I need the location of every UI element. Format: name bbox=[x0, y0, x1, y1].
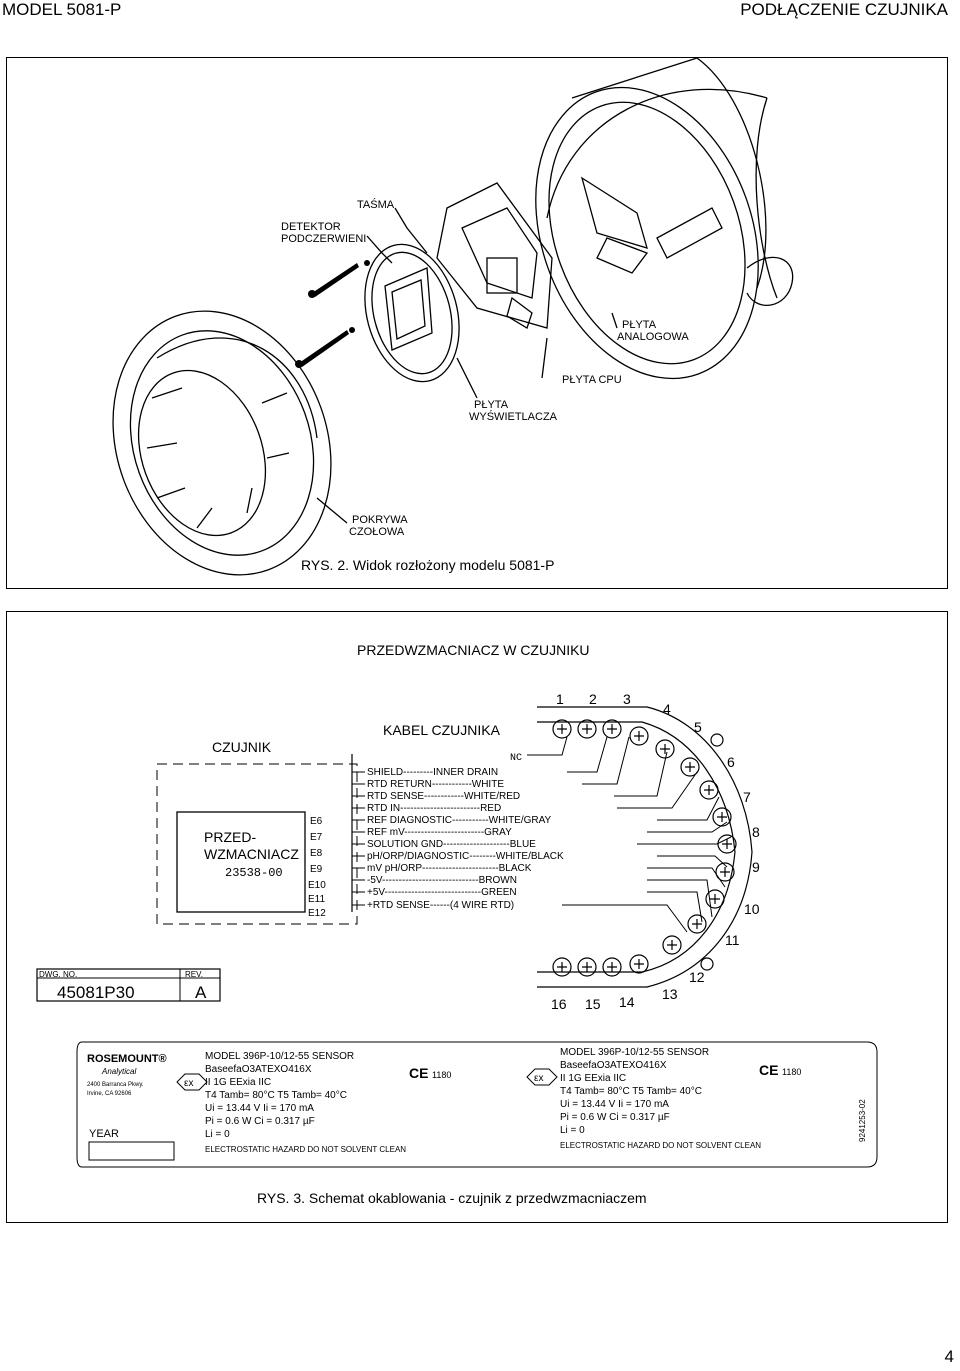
label-plyta-wys-2: WYŚWIETLACZA bbox=[469, 410, 558, 423]
rev-value: A bbox=[195, 983, 207, 1002]
ce-mark-right: CE bbox=[759, 1062, 778, 1078]
nameplate-brand: ROSEMOUNT® bbox=[87, 1053, 167, 1065]
nameplate-right-1: MODEL 396P-10/12-55 SENSOR bbox=[560, 1047, 709, 1058]
dwg-label: DWG. NO. bbox=[39, 970, 77, 979]
nameplate-left-7: Li = 0 bbox=[205, 1129, 230, 1140]
wire-4: RTD IN------------------------RED bbox=[367, 803, 501, 814]
preamp-label-1: PRZED- bbox=[204, 829, 256, 845]
pin-e7: E7 bbox=[310, 832, 323, 843]
nameplate-right-6: Pi = 0.6 W Ci = 0.317 µF bbox=[560, 1112, 670, 1123]
label-plyta-analog-2: ANALOGOWA bbox=[617, 331, 689, 343]
pin-e11: E11 bbox=[308, 894, 325, 905]
figure-2-frame: TAŚMA DETEKTOR PODCZERWIENI PŁYTA ANALOG… bbox=[6, 57, 948, 589]
ce-mark-left: CE bbox=[409, 1065, 428, 1081]
terminal-15: 15 bbox=[585, 996, 601, 1012]
nameplate-right-5: Ui = 13.44 V Ii = 170 mA bbox=[560, 1099, 669, 1110]
pin-e10: E10 bbox=[308, 880, 326, 891]
label-plyta-cpu: PŁYTA CPU bbox=[562, 374, 622, 386]
header-model: MODEL 5081-P bbox=[2, 0, 122, 19]
wire-3: RTD SENSE------------WHITE/RED bbox=[367, 791, 520, 802]
terminal-2: 2 bbox=[589, 691, 597, 707]
nc-label: NC bbox=[510, 753, 522, 764]
wire-2: RTD RETURN------------WHITE bbox=[367, 779, 504, 790]
terminal-1: 1 bbox=[556, 691, 564, 707]
nameplate-year-label: YEAR bbox=[89, 1128, 119, 1140]
terminal-10: 10 bbox=[744, 901, 760, 917]
rev-label: REV. bbox=[185, 970, 203, 979]
nameplate-left-6: Pi = 0.6 W Ci = 0.317 µF bbox=[205, 1116, 315, 1127]
figure-3-frame: PRZEDWZMACNIACZ W CZUJNIKU CZUJNIK KABEL… bbox=[6, 611, 948, 1223]
terminal-4: 4 bbox=[663, 701, 671, 717]
nameplate-right-4: T4 Tamb= 80°C T5 Tamb= 40°C bbox=[560, 1086, 702, 1097]
nameplate-left-3: II 1G EExia IIC bbox=[205, 1077, 271, 1088]
wire-12: +RTD SENSE------(4 WIRE RTD) bbox=[367, 900, 514, 911]
label-detektor-2: PODCZERWIENI bbox=[281, 233, 366, 245]
terminal-14: 14 bbox=[619, 994, 635, 1010]
terminal-block bbox=[537, 706, 753, 988]
page-number: 4 bbox=[944, 1347, 954, 1366]
drawing-number-box: DWG. NO. REV. 45081P30 A bbox=[36, 968, 221, 1002]
wire-10: -5V-----------------------------BROWN bbox=[367, 875, 517, 886]
ce-num-right: 1180 bbox=[782, 1067, 801, 1077]
pin-e6: E6 bbox=[310, 816, 323, 827]
label-plyta-analog-1: PŁYTA bbox=[622, 319, 657, 331]
terminal-11: 11 bbox=[725, 932, 740, 948]
wire-7: SOLUTION GND--------------------BLUE bbox=[367, 839, 536, 850]
nameplate-addr-1: 2400 Barranca Pkwy. bbox=[87, 1082, 144, 1088]
nameplate-right-8: ELECTROSTATIC HAZARD DO NOT SOLVENT CLEA… bbox=[560, 1141, 761, 1150]
terminal-6: 6 bbox=[727, 754, 735, 770]
wire-6: REF mV------------------------GRAY bbox=[367, 827, 512, 838]
nameplate-left-1: MODEL 396P-10/12-55 SENSOR bbox=[205, 1051, 354, 1062]
ce-num-left: 1180 bbox=[432, 1070, 451, 1080]
kabel-label: KABEL CZUJNIKA bbox=[383, 722, 501, 738]
figure-3-title: PRZEDWZMACNIACZ W CZUJNIKU bbox=[357, 642, 590, 658]
nameplate-left-4: T4 Tamb= 80°C T5 Tamb= 40°C bbox=[205, 1090, 347, 1101]
nameplate-right-7: Li = 0 bbox=[560, 1125, 585, 1136]
sensor-boundary bbox=[156, 763, 358, 925]
preamp-box bbox=[176, 811, 306, 913]
ex-mark-right: εx bbox=[534, 1073, 543, 1084]
nameplate-left-8: ELECTROSTATIC HAZARD DO NOT SOLVENT CLEA… bbox=[205, 1145, 406, 1154]
terminal-16: 16 bbox=[551, 996, 567, 1012]
terminal-3: 3 bbox=[623, 691, 631, 707]
terminal-9: 9 bbox=[752, 859, 760, 875]
label-plyta-wys-1: PŁYTA bbox=[474, 399, 509, 411]
wire-11: +5V-----------------------------GREEN bbox=[367, 887, 517, 898]
figure-3-caption: RYS. 3. Schemat okablowania - czujnik z … bbox=[257, 1190, 647, 1206]
wire-1: SHIELD---------INNER DRAIN bbox=[367, 767, 498, 778]
nameplate-left-2: BaseefaO3ATEXO416X bbox=[205, 1064, 312, 1075]
terminal-12: 12 bbox=[689, 969, 705, 985]
pin-e9: E9 bbox=[310, 864, 323, 875]
czujnik-label: CZUJNIK bbox=[212, 739, 272, 755]
terminal-7: 7 bbox=[743, 789, 751, 805]
label-tasma: TAŚMA bbox=[357, 198, 395, 211]
terminal-5: 5 bbox=[694, 719, 702, 735]
pin-e8: E8 bbox=[310, 848, 323, 859]
nameplate-addr-2: Irvine, CA 92606 bbox=[87, 1091, 132, 1097]
label-pokrywa-2: CZOŁOWA bbox=[349, 526, 405, 538]
wiring-diagram: PRZEDWZMACNIACZ W CZUJNIKU CZUJNIK KABEL… bbox=[36, 642, 878, 1206]
terminal-13: 13 bbox=[662, 986, 678, 1002]
wire-8: pH/ORP/DIAGNOSTIC--------WHITE/BLACK bbox=[367, 851, 564, 862]
preamp-part: 23538-00 bbox=[225, 866, 283, 880]
nameplate-doc-no: 9241253-02 bbox=[858, 1099, 867, 1142]
wire-9: mV pH/ORP-----------------------BLACK bbox=[367, 863, 532, 874]
nameplate-brand-sub: Analytical bbox=[101, 1067, 136, 1076]
wire-5: REF DIAGNOSTIC-----------WHITE/GRAY bbox=[367, 815, 552, 826]
nameplate-right-3: II 1G EExia IIC bbox=[560, 1073, 626, 1084]
terminal-8: 8 bbox=[752, 824, 760, 840]
preamp-label-2: WZMACNIACZ bbox=[204, 846, 299, 862]
nameplate: ROSEMOUNT® Analytical 2400 Barranca Pkwy… bbox=[76, 1041, 878, 1168]
dwg-value: 45081P30 bbox=[57, 983, 135, 1002]
ex-mark-left: εx bbox=[184, 1078, 193, 1089]
nameplate-left-5: Ui = 13.44 V Ii = 170 mA bbox=[205, 1103, 314, 1114]
figure-2-caption: RYS. 2. Widok rozłożony modelu 5081-P bbox=[301, 557, 554, 573]
exploded-view-drawing: TAŚMA DETEKTOR PODCZERWIENI PŁYTA ANALOG… bbox=[112, 58, 794, 576]
pin-e12: E12 bbox=[308, 908, 326, 919]
label-pokrywa-1: POKRYWA bbox=[352, 514, 408, 526]
label-detektor-1: DETEKTOR bbox=[281, 221, 341, 233]
nameplate-right-2: BaseefaO3ATEXO416X bbox=[560, 1060, 667, 1071]
header-section: PODŁĄCZENIE CZUJNIKA bbox=[740, 0, 948, 19]
